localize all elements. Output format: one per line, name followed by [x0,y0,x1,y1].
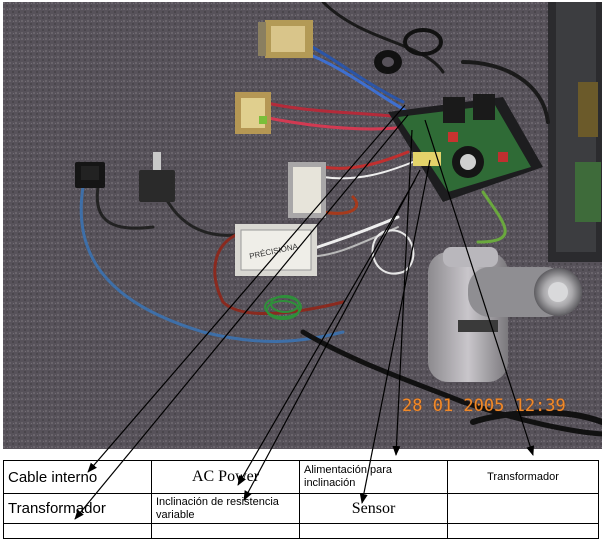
line-filter: PRÉCISIONA [235,224,317,276]
empty-cell [151,523,300,539]
photo-scene: PRÉCISIONA [3,2,602,449]
label-table: Cable interno AC Power Alimentación para… [3,460,599,539]
label-ac-power: AC Power [151,460,300,494]
rocker-switch [75,162,105,188]
transformer-bottom [288,162,326,218]
label-transformador-left: Transformador [3,493,152,524]
transformer-top [258,20,313,58]
label-row [3,523,599,539]
ferrite-ring [374,28,443,74]
side-panel [548,2,602,262]
label-row: Transformador Inclinación de resistencia… [3,493,599,524]
equipment-photo: PRÉCISIONA 28 0 [3,2,602,449]
photo-timestamp: 28 01 2005 12:39 [402,396,566,416]
label-sensor: Sensor [299,493,448,524]
empty-cell [447,523,599,539]
label-inclinacion: Inclinación de resistencia variable [151,493,300,524]
empty-cell [3,523,152,539]
label-transformador-top: Transformador [447,460,599,494]
label-cable-interno: Cable interno [3,460,152,494]
label-row: Cable interno AC Power Alimentación para… [3,460,599,494]
empty-cell [299,523,448,539]
empty-cell [447,493,599,524]
transformer-middle [235,92,271,134]
label-alimentacion: Alimentación para inclinación [299,460,448,494]
